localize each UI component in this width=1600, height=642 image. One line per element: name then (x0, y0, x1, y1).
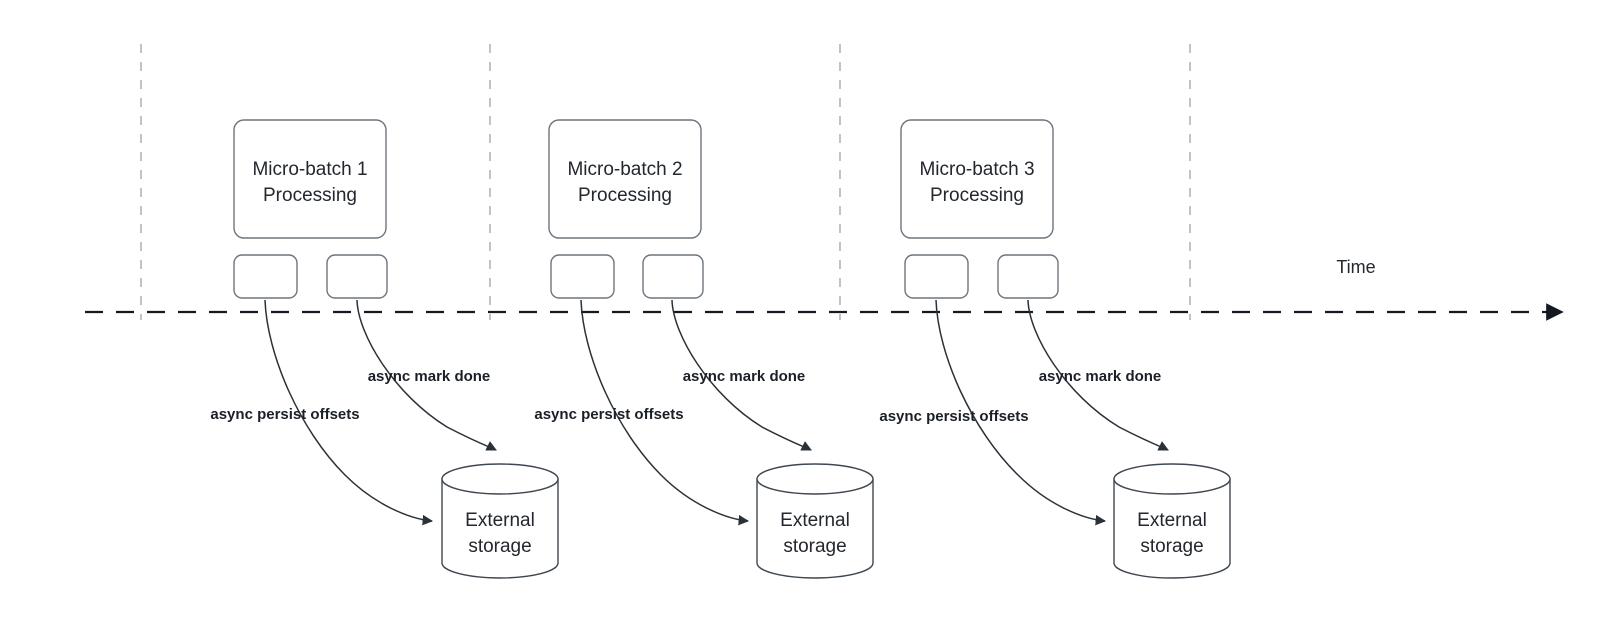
external-storage-title-3: External (1137, 510, 1207, 531)
external-storage-subtitle-1: storage (468, 536, 531, 557)
external-storage-subtitle-3: storage (1140, 536, 1203, 557)
edge-label-persist-2: async persist offsets (534, 406, 683, 423)
external-storage-3[interactable]: External storage (1113, 463, 1231, 579)
cylinder-body-2 (756, 478, 874, 579)
micro-batch-box-title-3: Micro-batch 3 (919, 159, 1034, 180)
edge-path-markdone-3 (1027, 299, 1169, 451)
cylinder-body-1 (441, 478, 559, 579)
external-storage-2[interactable]: External storage (756, 463, 874, 579)
edge-label-markdone-3: async mark done (1039, 368, 1162, 385)
edge-persist-1: async persist offsets (210, 299, 434, 526)
external-storage-title-2: External (780, 510, 850, 531)
micro-batch-box-title-2: Micro-batch 2 (567, 159, 682, 180)
cylinder-top-3 (1113, 463, 1231, 495)
cylinder-body-3 (1113, 478, 1231, 579)
task-box-task-1b[interactable] (326, 254, 388, 299)
task-box-task-3a[interactable] (904, 254, 969, 299)
task-box-task-3b[interactable] (997, 254, 1059, 299)
edge-label-markdone-2: async mark done (683, 368, 806, 385)
external-storage-1[interactable]: External storage (441, 463, 559, 579)
edge-label-persist-3: async persist offsets (879, 408, 1028, 425)
edge-label-markdone-1: async mark done (368, 368, 491, 385)
micro-batch-box-outline-2 (548, 119, 702, 239)
micro-batch-box-outline-3 (900, 119, 1054, 239)
edge-path-persist-3 (935, 299, 1107, 526)
edge-markdone-1: async mark done (356, 299, 497, 451)
task-box-task-2b[interactable] (642, 254, 704, 299)
micro-batch-box-title-1: Micro-batch 1 (252, 159, 367, 180)
timeline-group: Time (85, 257, 1564, 321)
micro-batch-box-1[interactable]: Micro-batch 1 Processing (233, 119, 387, 239)
external-storage-title-1: External (465, 510, 535, 531)
micro-batch-box-3[interactable]: Micro-batch 3 Processing (900, 119, 1054, 239)
edge-persist-2: async persist offsets (534, 299, 750, 526)
micro-batch-box-2[interactable]: Micro-batch 2 Processing (548, 119, 702, 239)
edge-persist-3: async persist offsets (879, 299, 1107, 526)
edge-path-persist-2 (580, 299, 750, 526)
external-storage-subtitle-2: storage (783, 536, 846, 557)
task-box-task-1a[interactable] (233, 254, 298, 299)
micro-batch-box-subtitle-2: Processing (578, 185, 672, 206)
edge-label-persist-1: async persist offsets (210, 406, 359, 423)
edge-markdone-2: async mark done (671, 299, 812, 451)
edge-path-markdone-1 (356, 299, 497, 451)
micro-batch-box-outline-1 (233, 119, 387, 239)
micro-batch-box-subtitle-1: Processing (263, 185, 357, 206)
cylinder-top-1 (441, 463, 559, 495)
cylinder-top-2 (756, 463, 874, 495)
micro-batch-box-subtitle-3: Processing (930, 185, 1024, 206)
edge-path-markdone-2 (671, 299, 812, 451)
edge-markdone-3: async mark done (1027, 299, 1169, 451)
edge-path-persist-1 (264, 299, 434, 526)
task-box-task-2a[interactable] (550, 254, 615, 299)
time-axis-label: Time (1336, 257, 1375, 277)
